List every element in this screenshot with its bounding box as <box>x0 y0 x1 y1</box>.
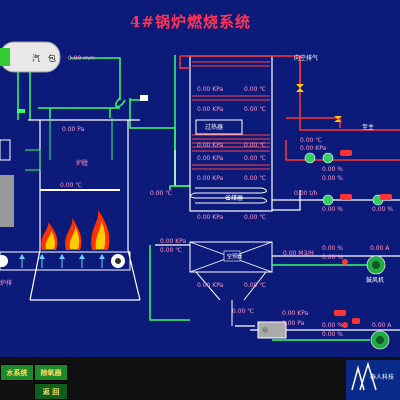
fan-pct1: 0.00 % <box>322 322 343 329</box>
gas-temp-1: 0.00 ℃ <box>150 190 173 197</box>
valve-a-pct2: 0.00 % <box>322 175 343 182</box>
control-valves[interactable] <box>304 152 384 328</box>
page-title: 4#锅炉燃烧系统 <box>130 13 252 31</box>
bot-kpa: 0.00 KPa <box>282 310 309 317</box>
logo-mark-icon <box>351 361 377 391</box>
drum-label: 汽 包 <box>32 54 56 63</box>
mid-c: 0.00 ℃ <box>244 155 267 162</box>
superheater-label: 过热器 <box>205 124 224 131</box>
left-panel <box>0 175 14 227</box>
top2-kpa: 0.00 KPa <box>197 106 224 113</box>
furnace-label: 炉膛 <box>76 160 89 167</box>
small-pct1: 0.00 % <box>372 206 393 213</box>
ap-c: 0.00 ℃ <box>244 282 267 289</box>
air-c: 0.00 ℃ <box>160 247 183 254</box>
eco-in-kpa: 0.00 KPa <box>197 214 224 221</box>
top2-c: 0.00 ℃ <box>244 106 267 113</box>
green-pipes <box>17 55 190 321</box>
flames <box>41 210 110 250</box>
water-temp: 0.00 % <box>322 254 343 261</box>
blower-fan[interactable] <box>366 255 386 275</box>
ap-pct: 0.00 % <box>322 245 343 252</box>
feed-pct: 0.00 % <box>322 206 343 213</box>
drum-level-indicator <box>0 48 10 66</box>
furnace-pressure: 0.00 Pa <box>62 126 85 133</box>
footer-bar: 水系统 除氧器 返 回 <box>0 357 400 400</box>
air-kpa: 0.00 KPa <box>160 238 187 245</box>
logo-text: 泰人科技 <box>370 374 395 381</box>
ap-kpa: 0.00 KPa <box>197 282 224 289</box>
drum-level: 0.00 mm <box>68 55 95 62</box>
furnace-temp: 0.00 ℃ <box>60 182 83 189</box>
steam-main-label: 至主 <box>362 124 375 131</box>
steam-valve[interactable] <box>334 116 342 122</box>
valve-indicators <box>334 150 392 324</box>
blower-current: 0.00 A <box>370 245 390 252</box>
eco-in-c: 0.00 ℃ <box>244 214 267 221</box>
furnace <box>28 119 141 301</box>
left-pa: 0.00 Pa <box>282 320 305 327</box>
fan-pct2: 0.00 % <box>322 331 343 338</box>
fan-current: 0.00 A <box>372 322 392 329</box>
feed-flow: 0.00 t/h <box>294 190 318 197</box>
sh-c: 0.00 ℃ <box>244 142 267 149</box>
mid-kpa: 0.00 KPa <box>197 155 224 162</box>
top1-kpa: 0.00 KPa <box>197 86 224 93</box>
vent-label: 向空排气 <box>294 55 319 62</box>
air-preheater-label: 空预器 <box>227 254 243 260</box>
water-system-button[interactable]: 水系统 <box>0 364 34 381</box>
dust-collector <box>257 321 287 339</box>
eco-kpa: 0.00 KPa <box>197 175 224 182</box>
grate <box>0 251 131 271</box>
deaerator-button[interactable]: 除氧器 <box>34 364 68 381</box>
sh-kpa: 0.00 KPa <box>197 142 224 149</box>
grate-label: 炉排 <box>0 280 13 287</box>
steam-temp: 0.00 ℃ <box>300 137 323 144</box>
valve-a-pct: 0.00 % <box>322 166 343 173</box>
company-logo: 泰人科技 <box>346 360 400 400</box>
economizer-label: 省煤器 <box>225 195 244 202</box>
top1-c: 0.00 ℃ <box>244 86 267 93</box>
bot-c: 0.00 ℃ <box>232 308 255 315</box>
blower-label: 鼓风机 <box>366 277 385 284</box>
draft-fan[interactable] <box>370 330 390 350</box>
return-button[interactable]: 返 回 <box>34 383 68 400</box>
steam-kpa: 0.00 KPa <box>300 145 327 152</box>
eco-c: 0.00 ℃ <box>244 175 267 182</box>
vent-valve[interactable] <box>296 84 304 92</box>
air-m3h: 0.00 M3/H <box>283 250 314 257</box>
